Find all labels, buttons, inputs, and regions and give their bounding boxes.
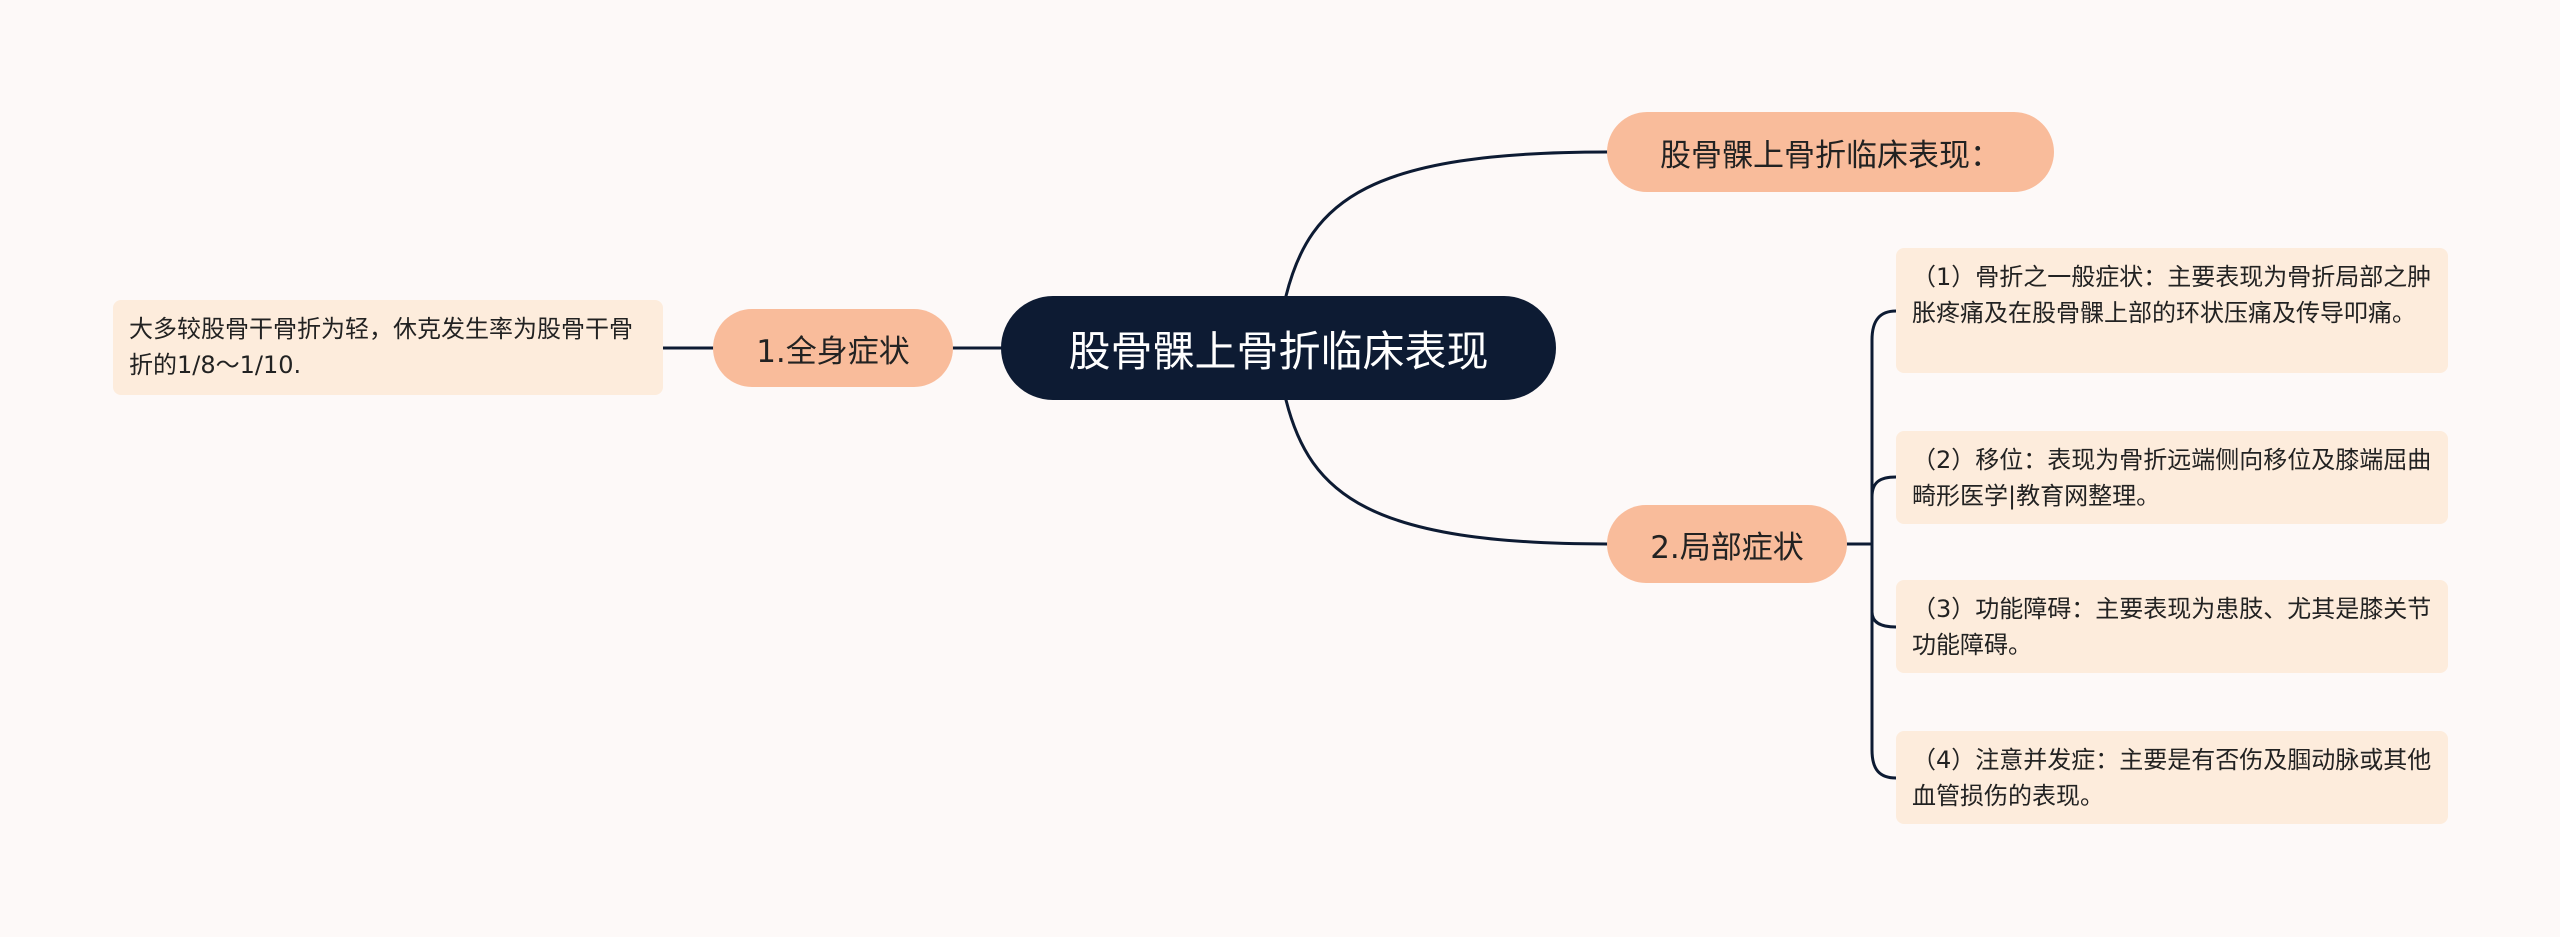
branch-topic-local-symptoms[interactable]: 2.局部症状 <box>1607 505 1847 583</box>
branch-topic-local-symptoms-label: 2.局部症状 <box>1650 529 1804 566</box>
branch-topic-systemic-symptoms[interactable]: 1.全身症状 <box>713 309 953 387</box>
leaf-local-item-4[interactable]: （4）注意并发症：主要是有否伤及腘动脉或其他血管损伤的表现。 <box>1896 731 2448 824</box>
connector-to-item-3 <box>1870 610 1898 629</box>
leaf-local-item-1-text: （1）骨折之一般症状：主要表现为骨折局部之肿胀疼痛及在股骨髁上部的环状压痛及传导… <box>1912 263 2432 327</box>
branch-topic-top-label: 股骨髁上骨折临床表现： <box>1660 137 2001 174</box>
leaf-local-item-2-text: （2）移位：表现为骨折远端侧向移位及膝端屈曲畸形医学|教育网整理。 <box>1912 446 2432 510</box>
leaf-local-item-2[interactable]: （2）移位：表现为骨折远端侧向移位及膝端屈曲畸形医学|教育网整理。 <box>1896 431 2448 524</box>
leaf-systemic-detail[interactable]: 大多较股骨干骨折为轻，休克发生率为股骨干骨折的1/8～1/10. <box>113 300 663 395</box>
connector-root-to-right <box>1284 398 1609 546</box>
root-topic-label: 股骨髁上骨折临床表现 <box>1068 326 1489 376</box>
leaf-local-item-1[interactable]: （1）骨折之一般症状：主要表现为骨折局部之肿胀疼痛及在股骨髁上部的环状压痛及传导… <box>1896 248 2448 373</box>
leaf-local-item-3[interactable]: （3）功能障碍：主要表现为患肢、尤其是膝关节功能障碍。 <box>1896 580 2448 673</box>
connector-bracket <box>1870 309 1898 780</box>
leaf-systemic-detail-text: 大多较股骨干骨折为轻，休克发生率为股骨干骨折的1/8～1/10. <box>129 315 633 379</box>
connector-to-item-2 <box>1870 475 1898 499</box>
root-topic[interactable]: 股骨髁上骨折临床表现 <box>1001 296 1556 400</box>
connector-root-to-top <box>1284 150 1609 298</box>
branch-topic-top[interactable]: 股骨髁上骨折临床表现： <box>1607 112 2054 192</box>
branch-topic-systemic-symptoms-label: 1.全身症状 <box>756 333 910 370</box>
leaf-local-item-4-text: （4）注意并发症：主要是有否伤及腘动脉或其他血管损伤的表现。 <box>1912 746 2432 810</box>
leaf-local-item-3-text: （3）功能障碍：主要表现为患肢、尤其是膝关节功能障碍。 <box>1912 595 2432 659</box>
